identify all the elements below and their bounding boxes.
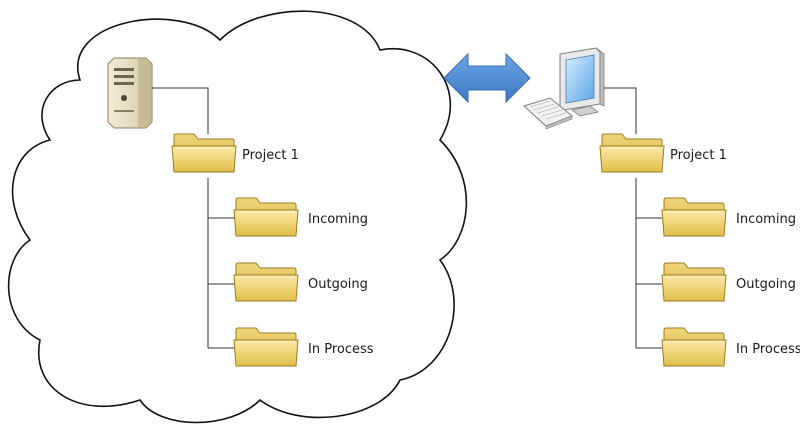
folder-icon — [233, 327, 299, 367]
client-folder-in-process[interactable]: In Process — [661, 327, 800, 367]
server-icon — [107, 57, 153, 129]
folder-icon — [171, 133, 237, 173]
workstation-icon — [523, 47, 605, 130]
client-folder-outgoing[interactable]: Outgoing — [661, 262, 796, 302]
server-tree-lines — [152, 87, 236, 349]
client-folder-project[interactable]: Project 1 — [599, 133, 727, 173]
client-folder-incoming[interactable]: Incoming — [661, 197, 796, 237]
folder-label: In Process — [736, 342, 800, 357]
folder-icon — [233, 197, 299, 237]
folder-label: Outgoing — [736, 277, 796, 292]
folder-label: In Process — [308, 342, 374, 357]
folder-label: Project 1 — [670, 148, 727, 163]
folder-icon — [661, 262, 727, 302]
folder-icon — [599, 133, 665, 173]
folder-icon — [233, 262, 299, 302]
server-folder-project[interactable]: Project 1 — [171, 133, 299, 173]
server-folder-incoming[interactable]: Incoming — [233, 197, 368, 237]
folder-label: Incoming — [308, 212, 368, 227]
folder-label: Incoming — [736, 212, 796, 227]
folder-icon — [661, 197, 727, 237]
folder-label: Outgoing — [308, 277, 368, 292]
client-tree-lines — [604, 87, 662, 349]
server-folder-in-process[interactable]: In Process — [233, 327, 374, 367]
folder-icon — [661, 327, 727, 367]
double-arrow-icon — [443, 52, 531, 104]
server-folder-outgoing[interactable]: Outgoing — [233, 262, 368, 302]
folder-label: Project 1 — [242, 148, 299, 163]
